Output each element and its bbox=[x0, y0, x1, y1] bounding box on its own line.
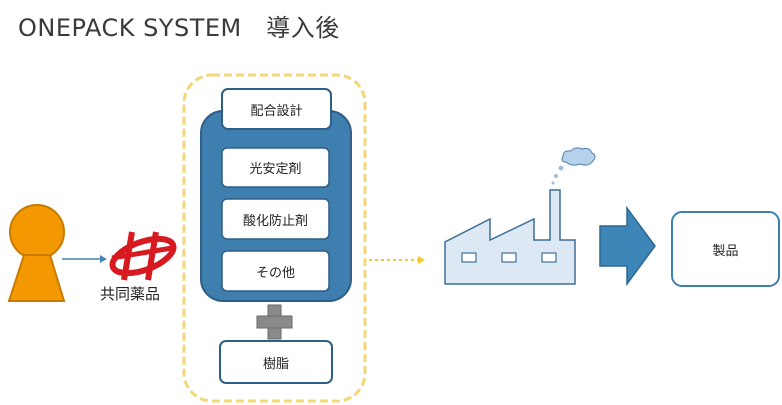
arrow-to-company bbox=[62, 255, 107, 263]
item-label: 酸化防止剤 bbox=[242, 214, 308, 229]
package-outline bbox=[182, 73, 367, 403]
item-box bbox=[221, 198, 330, 240]
product-box bbox=[671, 211, 780, 287]
factory-icon bbox=[444, 147, 596, 285]
resin-label: 樹脂 bbox=[262, 357, 289, 372]
item-label: その他 bbox=[255, 266, 295, 281]
item-box bbox=[221, 250, 330, 292]
package-header-box bbox=[221, 88, 332, 130]
product-label: 製品 bbox=[712, 244, 739, 259]
page-title: ONEPACK SYSTEM 導入後 bbox=[18, 14, 340, 42]
package-header-label: 配合設計 bbox=[250, 104, 303, 119]
item-label: 光安定剤 bbox=[249, 162, 302, 177]
item-box bbox=[221, 147, 330, 188]
dotted-arrow bbox=[369, 256, 425, 264]
big-arrow-icon bbox=[599, 205, 656, 287]
person-icon bbox=[7, 204, 66, 302]
company-logo-icon bbox=[109, 231, 177, 281]
company-name: 共同薬品 bbox=[100, 285, 161, 303]
resin-box bbox=[219, 340, 333, 384]
plus-icon bbox=[256, 304, 293, 340]
